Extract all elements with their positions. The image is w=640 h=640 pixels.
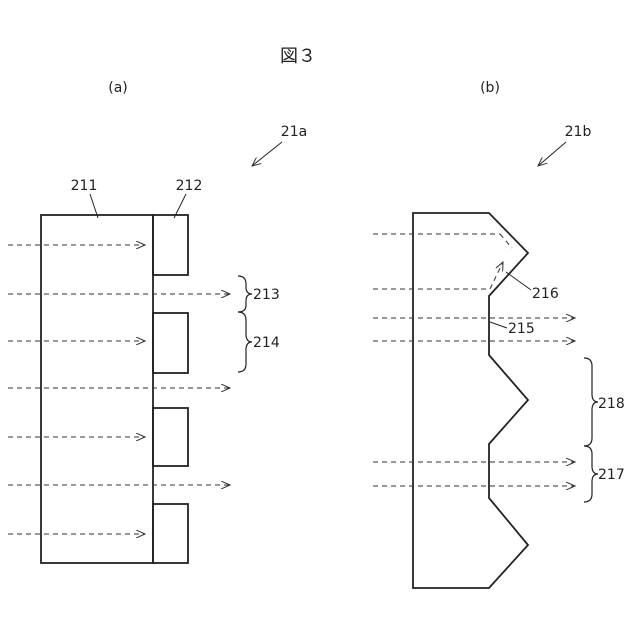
label-215: 215 [508, 321, 535, 337]
label-211: 211 [71, 178, 98, 194]
pointer-21a [252, 142, 282, 166]
label-216: 216 [532, 286, 559, 302]
label-213: 213 [253, 287, 280, 303]
pointer-21b [538, 142, 566, 166]
base-plate-211 [41, 215, 153, 563]
prism-body-21b [413, 213, 528, 588]
brace-217 [584, 446, 598, 502]
panel-a: 21a 211 212 213 214 [8, 124, 307, 563]
ridge-212-1 [153, 215, 188, 275]
brace-214 [238, 312, 252, 372]
ray-b-1-reflect [500, 234, 512, 248]
panel-b-label: (b) [480, 80, 500, 96]
label-212: 212 [176, 178, 203, 194]
leader-215 [490, 322, 507, 328]
figure-title: 図３ [280, 46, 316, 67]
label-218: 218 [598, 396, 625, 412]
ridge-212-2 [153, 313, 188, 373]
ridge-212-3 [153, 408, 188, 466]
brace-213 [238, 276, 252, 312]
panel-a-label: (a) [108, 80, 128, 96]
ray-b-2-reflect [490, 262, 503, 289]
brace-218 [584, 358, 598, 446]
label-217: 217 [598, 467, 625, 483]
leader-216 [506, 272, 531, 290]
ridge-212-4 [153, 504, 188, 563]
panel-b: 21b 216 215 218 217 [373, 124, 625, 588]
label-21a: 21a [281, 124, 307, 140]
label-214: 214 [253, 335, 280, 351]
label-21b: 21b [565, 124, 592, 140]
